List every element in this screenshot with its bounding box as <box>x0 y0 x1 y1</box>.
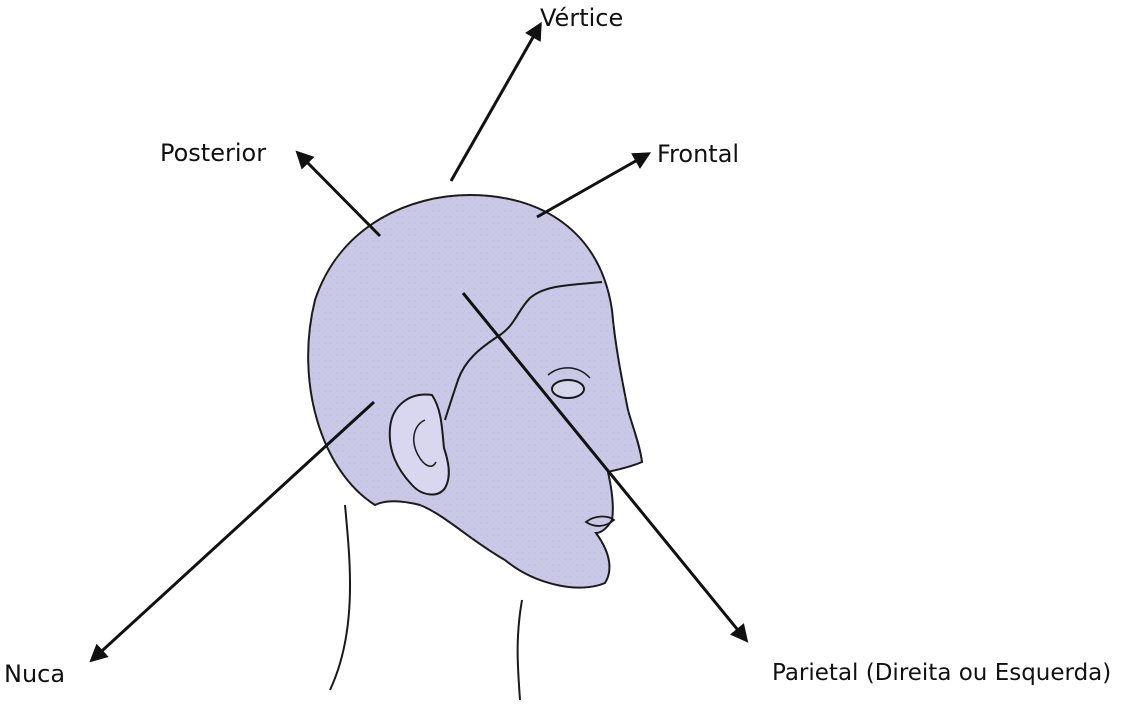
label-vertex: Vértice <box>540 6 623 30</box>
arrow-frontal <box>537 154 648 217</box>
label-nape: Nuca <box>4 662 65 686</box>
label-posterior: Posterior <box>160 141 266 165</box>
eye <box>552 380 584 398</box>
label-parietal: Parietal (Direita ou Esquerda) <box>772 662 1111 685</box>
label-frontal: Frontal <box>657 142 739 166</box>
arrow-nape <box>92 402 374 660</box>
arrow-vertex <box>451 25 540 181</box>
arrow-posterior <box>298 153 380 236</box>
